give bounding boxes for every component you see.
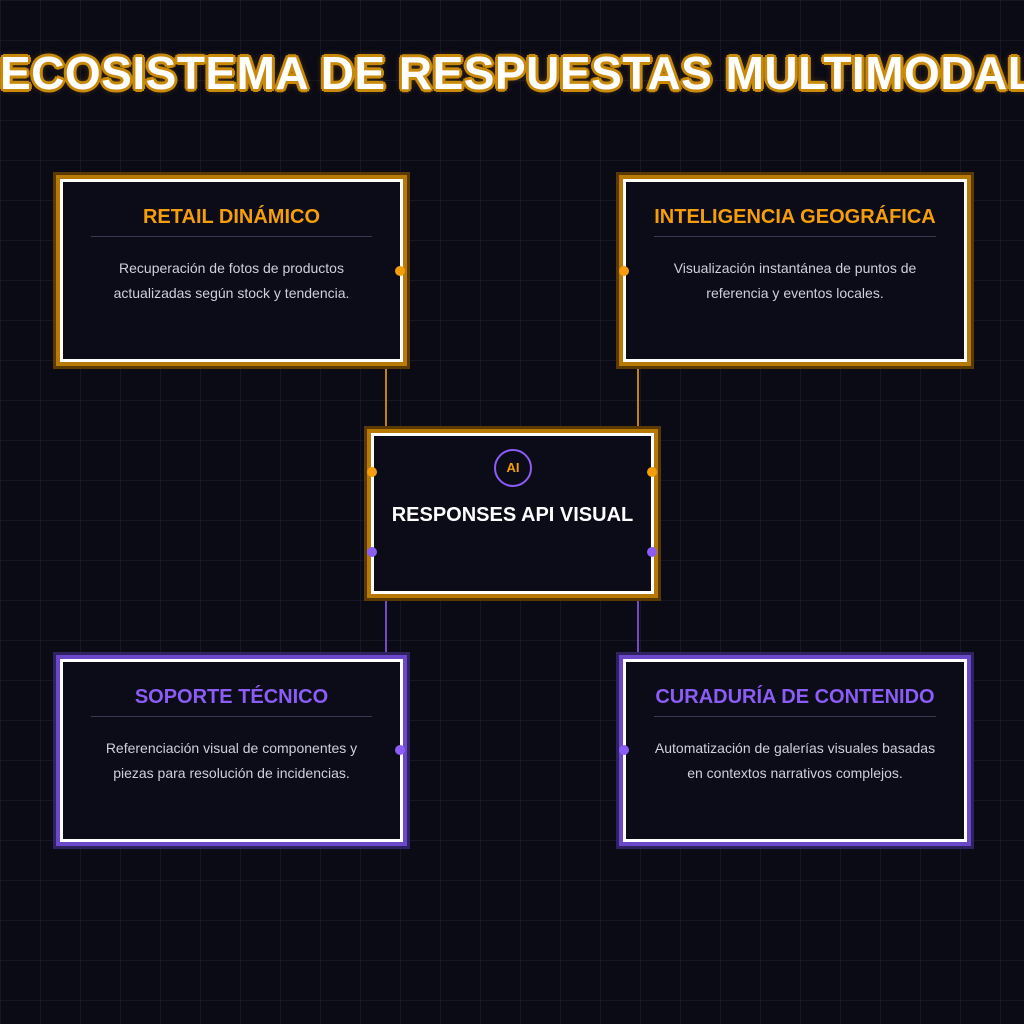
card-description: Visualización instantánea de puntos de r… [673, 260, 917, 301]
divider [91, 716, 372, 717]
diagram-title: ECOSISTEMA DE RESPUESTAS MULTIMODALES [0, 47, 1024, 99]
card-retail: RETAIL DINÁMICO Recuperación de fotos de… [60, 179, 403, 362]
card-geo: INTELIGENCIA GEOGRÁFICA Visualización in… [623, 179, 967, 362]
card-description: Recuperación de fotos de productos actua… [113, 260, 350, 301]
divider [654, 716, 936, 717]
card-description: Referenciación visual de componentes y p… [105, 740, 358, 781]
ai-badge-icon: AI [494, 449, 532, 487]
card-title: CURADURÍA DE CONTENIDO [655, 686, 935, 708]
card-description: Automatización de galerías visuales basa… [654, 740, 936, 781]
card-title: INTELIGENCIA GEOGRÁFICA [654, 206, 936, 228]
divider [91, 236, 372, 237]
card-center: AI RESPONSES API VISUAL [371, 433, 654, 594]
card-curation: CURADURÍA DE CONTENIDO Automatización de… [623, 659, 967, 842]
divider [654, 236, 936, 237]
card-title: SOPORTE TÉCNICO [134, 686, 329, 708]
center-title: RESPONSES API VISUAL [391, 504, 634, 526]
title-area: ECOSISTEMA DE RESPUESTAS MULTIMODALES [0, 0, 1024, 130]
card-support: SOPORTE TÉCNICO Referenciación visual de… [60, 659, 403, 842]
card-title: RETAIL DINÁMICO [142, 206, 321, 228]
